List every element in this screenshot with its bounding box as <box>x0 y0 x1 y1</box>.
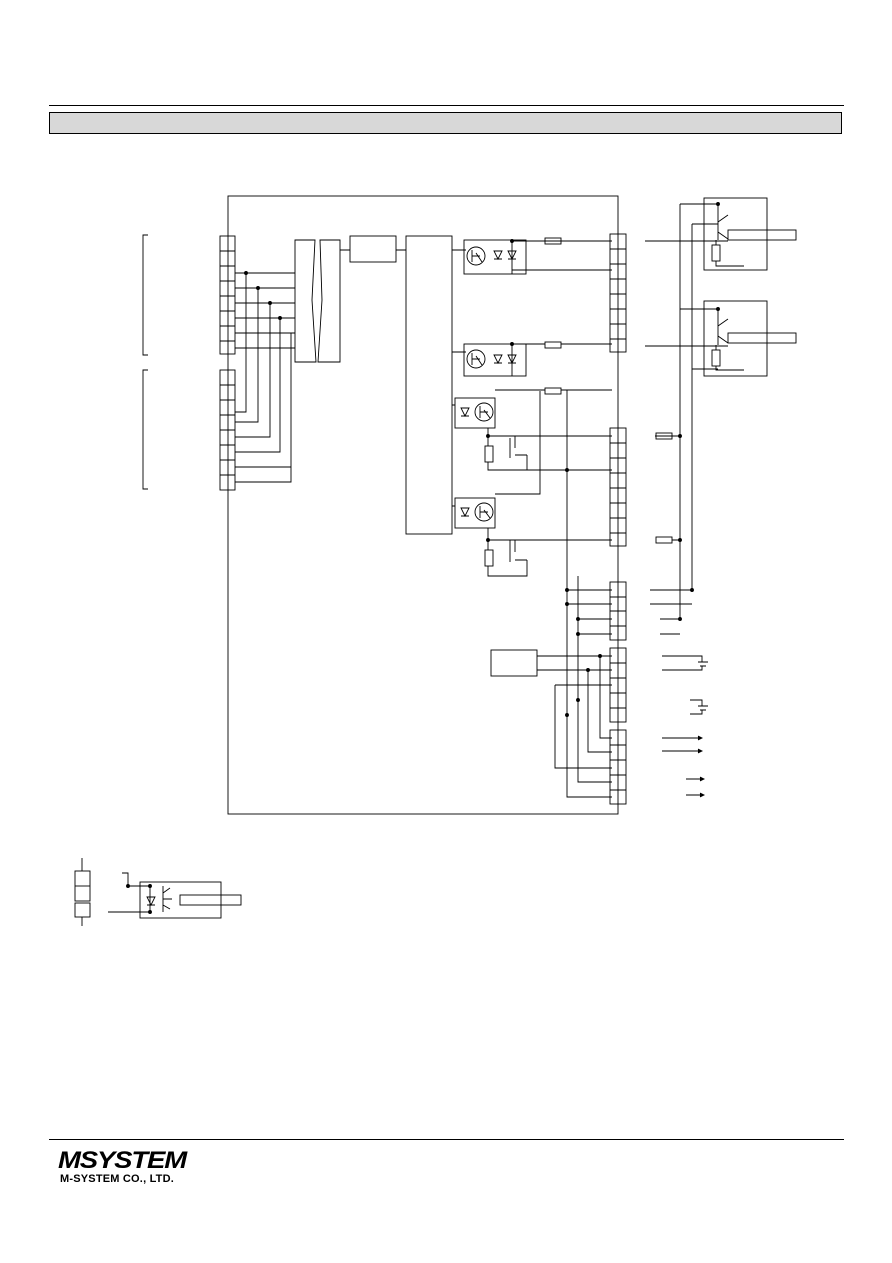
output-channel-4 <box>452 391 612 577</box>
legend-detail <box>74 858 242 926</box>
terminal-block-right-5 <box>609 729 627 805</box>
interface-block <box>294 239 341 363</box>
arrow-icon <box>662 735 706 798</box>
converter-block <box>349 235 397 263</box>
company-name: M-SYSTEM CO., LTD. <box>60 1173 175 1185</box>
output-channel-3 <box>452 387 612 471</box>
output-channel-2 <box>452 341 612 377</box>
left-wiring <box>235 271 295 483</box>
output-channel-1 <box>452 237 612 275</box>
bottom-rule <box>49 1139 844 1140</box>
common-rails <box>565 390 612 798</box>
terminal-block-right-3 <box>609 581 627 641</box>
terminal-block-left-upper <box>219 235 236 355</box>
battery-icon-2 <box>690 699 708 715</box>
module-outline <box>227 195 619 815</box>
logo-text: MSYSTEM <box>58 1147 188 1174</box>
external-load-2 <box>703 300 797 377</box>
power-supply-block <box>490 649 612 769</box>
brace-lower <box>142 369 148 490</box>
brace-upper <box>142 234 148 356</box>
terminal-block-left-lower <box>219 369 236 491</box>
cpu-block <box>405 235 453 535</box>
battery-icon-1 <box>662 655 708 671</box>
external-wiring <box>645 203 728 635</box>
terminal-block-right-1 <box>609 233 627 353</box>
terminal-block-right-2 <box>609 427 627 547</box>
external-load-1 <box>703 197 797 271</box>
section-title-bar <box>49 112 842 134</box>
top-rule <box>49 105 844 106</box>
msystem-logo: MSYSTEM <box>58 1147 189 1174</box>
